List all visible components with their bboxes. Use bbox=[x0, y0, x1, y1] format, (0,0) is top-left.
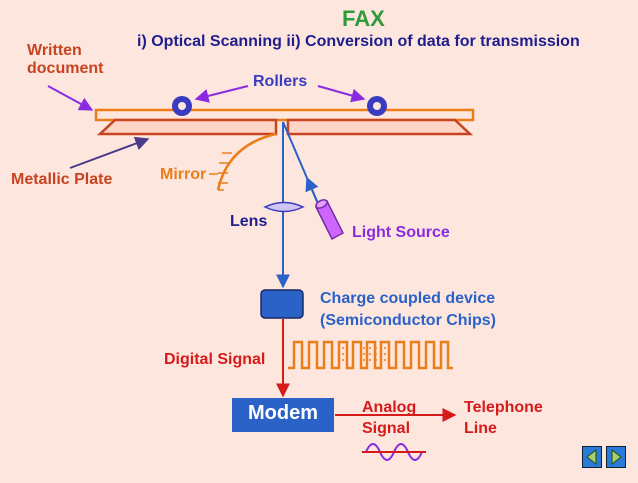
ccd-label: Charge coupled device (Semiconductor Chi… bbox=[320, 290, 497, 329]
digital-signal-dots bbox=[342, 347, 386, 361]
light-source bbox=[315, 199, 344, 241]
metallic-plate-left bbox=[96, 118, 278, 136]
page-subtitle: i) Optical Scanning ii) Conversion of da… bbox=[137, 33, 580, 50]
ccd-chip bbox=[260, 289, 304, 319]
right-triangle-icon bbox=[611, 448, 622, 466]
digital-signal-wave bbox=[288, 340, 453, 370]
rollers-label: Rollers bbox=[253, 73, 308, 90]
lens-label: Lens bbox=[230, 213, 268, 230]
written-document-label: Written document bbox=[27, 42, 104, 78]
written-document-arrow bbox=[47, 85, 94, 111]
metallic-plate-label: Metallic Plate bbox=[11, 171, 113, 188]
nav-next-button[interactable] bbox=[606, 446, 626, 468]
page-title: FAX bbox=[342, 6, 385, 31]
roller-left bbox=[172, 96, 192, 116]
roller-right bbox=[367, 96, 387, 116]
light-source-label: Light Source bbox=[352, 224, 450, 241]
rollers-arrow-left bbox=[194, 85, 249, 103]
telephone-line-label: Telephone Line bbox=[464, 399, 543, 437]
modem-box bbox=[232, 398, 334, 432]
left-triangle-icon bbox=[586, 448, 597, 466]
metallic-plate-arrow bbox=[69, 136, 150, 169]
written-document-sheet bbox=[94, 108, 475, 122]
metallic-plate-right bbox=[286, 118, 474, 136]
digital-signal-label: Digital Signal bbox=[164, 351, 266, 368]
rollers-arrow-right bbox=[317, 85, 366, 103]
modem-label: Modem bbox=[248, 402, 318, 424]
analog-signal-label: Analog Signal bbox=[362, 399, 417, 437]
mirror bbox=[209, 132, 277, 191]
nav-prev-button[interactable] bbox=[582, 446, 602, 468]
mirror-label: Mirror bbox=[160, 166, 207, 183]
lens bbox=[263, 201, 305, 213]
